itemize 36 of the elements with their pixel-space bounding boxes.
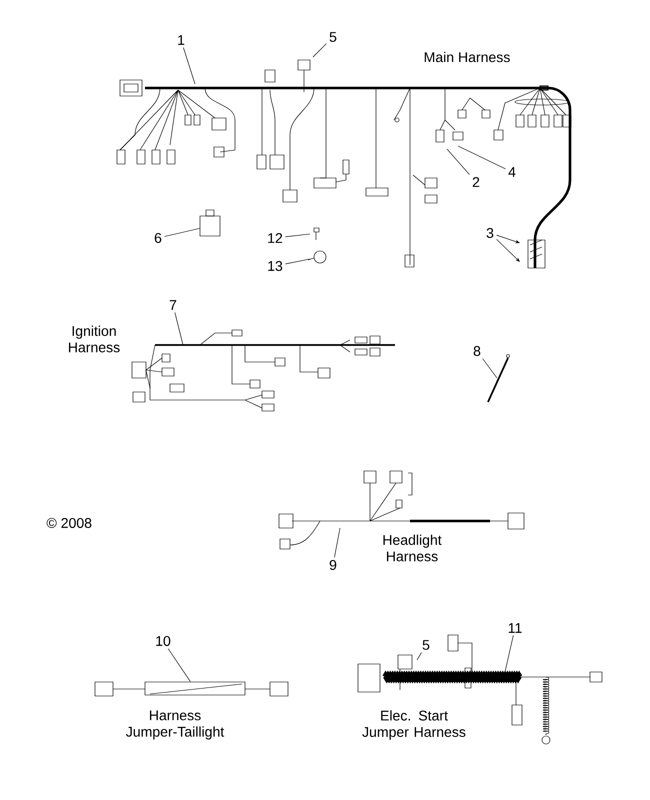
harness-title: Headlight Harness: [383, 534, 442, 562]
harness-sleeve: [144, 682, 246, 696]
callout-number: 5: [422, 640, 430, 650]
callout-number: 4: [508, 167, 516, 177]
callout-number: 11: [508, 623, 522, 633]
leader-line: [416, 652, 422, 660]
leader-line: [312, 43, 327, 58]
callout-number: 12: [268, 233, 282, 243]
callout-number: 2: [472, 177, 480, 187]
harness-title: Harness Jumper-Taillight: [126, 710, 224, 740]
leader-line: [334, 528, 340, 558]
leader-line: [174, 312, 184, 346]
harness-title: © 2008: [46, 518, 92, 528]
callout-number: 5: [330, 32, 336, 42]
leader-line: [458, 146, 506, 170]
callout-number: 7: [170, 300, 176, 310]
leader-line: [168, 648, 191, 682]
harness-title: Elec. Start Jumper Harness: [362, 710, 466, 740]
leader-line: [446, 148, 470, 175]
harness-title: Main Harness: [424, 52, 510, 62]
leader-line: [496, 239, 520, 262]
leader-line: [183, 47, 196, 84]
leader-line: [285, 234, 310, 238]
leader-line: [164, 228, 200, 237]
leader-line: [504, 635, 514, 672]
leader-line: [482, 358, 498, 378]
harness-title: Ignition Harness: [68, 326, 120, 352]
callout-number: 8: [474, 346, 480, 356]
callout-number: 1: [178, 35, 184, 45]
callout-number: 3: [486, 228, 494, 238]
callout-number: 6: [154, 233, 162, 243]
callout-number: 13: [268, 261, 282, 271]
relay: [200, 216, 220, 236]
leader-line: [285, 258, 310, 264]
callout-number: 10: [156, 636, 170, 646]
callout-number: 9: [330, 560, 336, 570]
